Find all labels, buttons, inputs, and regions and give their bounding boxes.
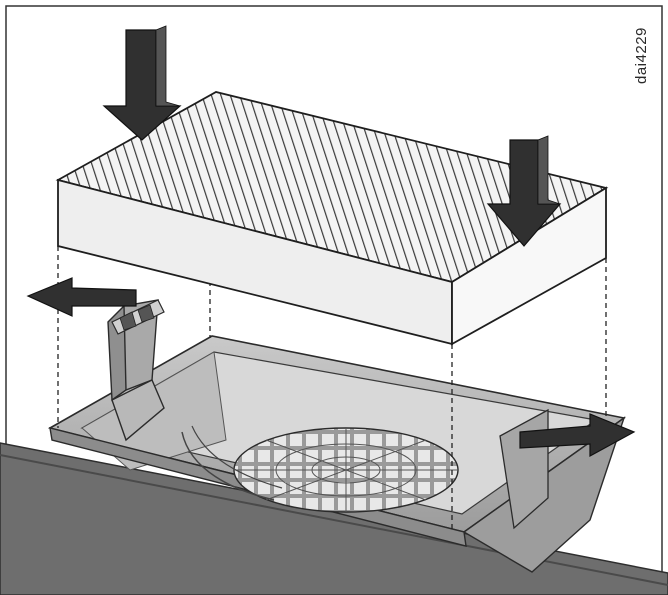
filter-cartridge (55, 91, 609, 346)
left-clip (107, 299, 165, 442)
arrow-down-icon (102, 25, 182, 141)
reference-code: dai4229 (633, 27, 650, 85)
alignment-guides (57, 246, 607, 530)
arrow-side-icon (519, 413, 636, 458)
arrow-down-icon (486, 135, 562, 247)
arrow-side-icon (26, 277, 137, 317)
floor-panel-edge (0, 454, 668, 586)
filter-housing (47, 335, 626, 573)
